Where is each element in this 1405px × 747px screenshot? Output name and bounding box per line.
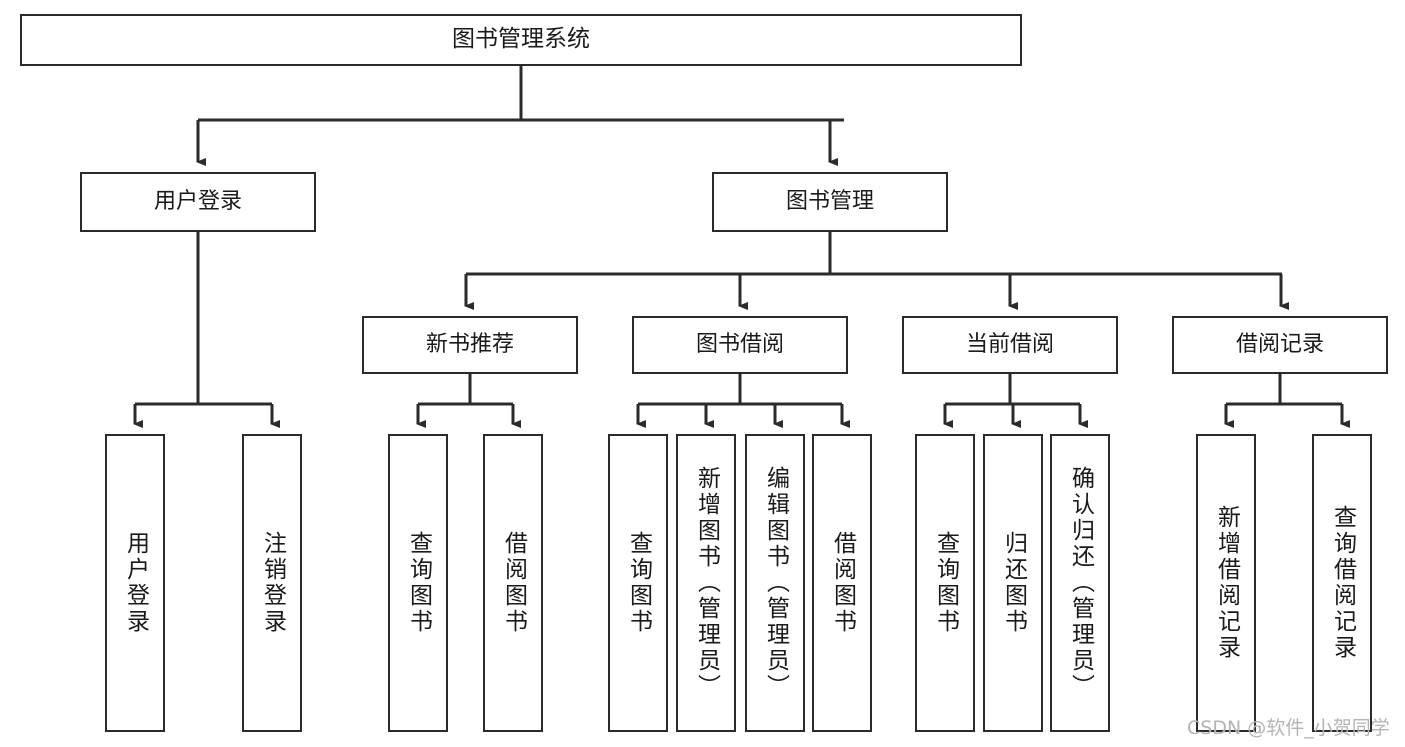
node-leaf-user-login[interactable]: 用户登录 [105,434,165,732]
node-label-leaf-query-record: 查询借阅记录 [1329,505,1356,661]
node-label-leaf-user-logout: 注销登录 [259,531,286,635]
node-label-leaf-return-book: 归还图书 [1000,531,1027,635]
node-leaf-user-logout[interactable]: 注销登录 [242,434,302,732]
node-leaf-add-record[interactable]: 新增借阅记录 [1196,434,1256,732]
node-user-login[interactable]: 用户登录 [80,172,316,232]
node-label-leaf-query-book-1: 查询图书 [405,531,432,635]
node-book-manage[interactable]: 图书管理 [712,172,948,232]
node-leaf-confirm-return[interactable]: 确认归还（管理员） [1050,434,1110,732]
node-label-leaf-borrow-book-1: 借阅图书 [500,531,527,635]
node-label-leaf-borrow-book-2: 借阅图书 [829,531,856,635]
node-label-leaf-confirm-return: 确认归还（管理员） [1067,466,1094,700]
node-label-book-manage: 图书管理 [785,188,874,214]
node-borrow-record[interactable]: 借阅记录 [1172,316,1388,374]
node-leaf-query-book-2[interactable]: 查询图书 [608,434,668,732]
node-label-leaf-add-book: 新增图书（管理员） [693,466,720,700]
node-leaf-query-book-1[interactable]: 查询图书 [388,434,448,732]
node-leaf-query-record[interactable]: 查询借阅记录 [1312,434,1372,732]
node-leaf-add-book[interactable]: 新增图书（管理员） [676,434,736,732]
node-leaf-query-book-3[interactable]: 查询图书 [915,434,975,732]
node-leaf-edit-book[interactable]: 编辑图书（管理员） [745,434,805,732]
node-label-leaf-query-book-2: 查询图书 [625,531,652,635]
node-leaf-borrow-book-2[interactable]: 借阅图书 [812,434,872,732]
node-root-system[interactable]: 图书管理系统 [20,14,1022,66]
node-leaf-return-book[interactable]: 归还图书 [983,434,1043,732]
node-book-borrow[interactable]: 图书借阅 [632,316,848,374]
node-current-borrow[interactable]: 当前借阅 [902,316,1118,374]
node-label-current-borrow: 当前借阅 [965,331,1054,357]
node-label-borrow-record: 借阅记录 [1235,331,1324,357]
node-leaf-borrow-book-1[interactable]: 借阅图书 [483,434,543,732]
node-label-leaf-add-record: 新增借阅记录 [1213,505,1240,661]
node-label-leaf-user-login: 用户登录 [122,531,149,635]
watermark-text: CSDN @软件_小贺同学 [1187,717,1390,739]
node-label-book-borrow: 图书借阅 [695,331,784,357]
node-label-new-book-rec: 新书推荐 [425,331,514,357]
node-label-leaf-edit-book: 编辑图书（管理员） [762,466,789,700]
node-label-leaf-query-book-3: 查询图书 [932,531,959,635]
node-label-user-login: 用户登录 [153,188,242,214]
node-label-root: 图书管理系统 [452,26,590,53]
node-new-book-rec[interactable]: 新书推荐 [362,316,578,374]
